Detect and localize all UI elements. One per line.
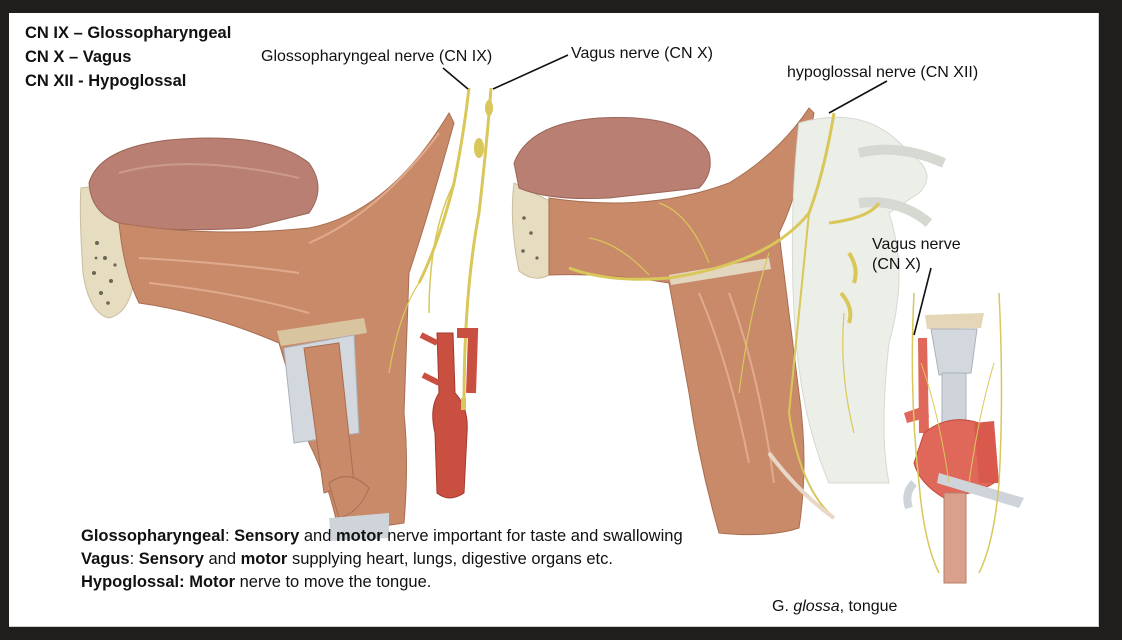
etymology-footnote: G. glossa, tongue — [772, 598, 897, 616]
title-cn-xii: CN XII - Hypoglossal — [25, 72, 187, 90]
label-vagus-nerve-top: Vagus nerve (CN X) — [571, 45, 713, 62]
desc-bold1: Motor — [189, 573, 236, 591]
desc-mid: and — [299, 527, 336, 545]
slide: CN IX – Glossopharyngeal CN X – Vagus CN… — [9, 13, 1099, 627]
desc-bold2: motor — [335, 527, 383, 545]
illustration-right-vagus — [903, 292, 1024, 584]
footnote-suffix: , tongue — [839, 598, 898, 615]
desc-rest: supplying heart, lungs, digestive organs… — [287, 550, 613, 568]
illustration-middle-tongue — [511, 107, 947, 536]
desc-mid: and — [203, 550, 241, 568]
desc-term: Vagus — [81, 550, 130, 568]
description-vagus: Vagus: Sensory and motor supplying heart… — [81, 548, 721, 571]
footnote-prefix: G. — [772, 598, 794, 615]
label-vagus-nerve-right-line2: (CN X) — [872, 256, 921, 273]
description-hypoglossal: Hypoglossal: Motor nerve to move the ton… — [81, 571, 721, 594]
desc-sep: : — [224, 527, 235, 545]
footnote-greek-word: glossa — [793, 598, 840, 615]
desc-term: Hypoglossal: — [81, 573, 185, 591]
label-glossopharyngeal-nerve: Glossopharyngeal nerve (CN IX) — [261, 48, 493, 65]
label-vagus-nerve-right-line1: Vagus nerve — [872, 236, 961, 253]
desc-bold1: Sensory — [138, 550, 204, 568]
desc-term: Glossopharyngeal — [81, 527, 225, 545]
anatomy-illustrations — [79, 54, 1024, 584]
desc-rest: nerve to move the tongue. — [235, 573, 432, 591]
title-cn-x: CN X – Vagus — [25, 48, 132, 66]
title-cn-ix: CN IX – Glossopharyngeal — [25, 24, 232, 42]
desc-rest: nerve important for taste and swallowing — [382, 527, 683, 545]
illustration-left-tongue — [79, 87, 493, 541]
nerve-descriptions: Glossopharyngeal: Sensory and motor nerv… — [81, 525, 721, 594]
desc-bold1: Sensory — [234, 527, 300, 545]
slide-title-block: CN IX – Glossopharyngeal CN X – Vagus CN… — [25, 21, 231, 93]
label-hypoglossal-nerve: hypoglossal nerve (CN XII) — [787, 64, 979, 81]
label-leader-lines — [442, 54, 932, 336]
desc-sep: : — [129, 550, 139, 568]
label-vagus-nerve-right: Vagus nerve (CN X) — [872, 235, 961, 275]
desc-bold2: motor — [240, 550, 288, 568]
description-glossopharyngeal: Glossopharyngeal: Sensory and motor nerv… — [81, 525, 721, 548]
